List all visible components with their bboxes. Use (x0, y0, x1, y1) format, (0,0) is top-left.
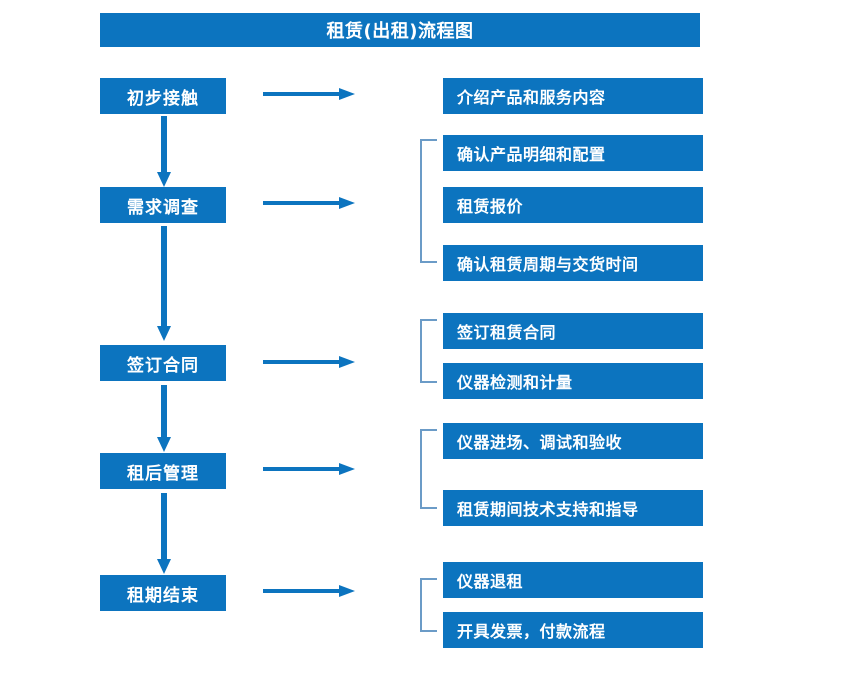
arrow-right-stage-4 (263, 461, 355, 477)
detail-box-sign-rental-contract[interactable]: 签订租赁合同 (443, 313, 703, 349)
detail-box-instrument-entry-commissioning[interactable]: 仪器进场、调试和验收 (443, 423, 703, 459)
detail-box-rental-quotation[interactable]: 租赁报价 (443, 187, 703, 223)
detail-box-confirm-rental-period[interactable]: 确认租赁周期与交货时间 (443, 245, 703, 281)
stage-box-initial-contact[interactable]: 初步接触 (100, 78, 226, 114)
detail-box-instrument-return[interactable]: 仪器退租 (443, 562, 703, 598)
bracket-stage-4-details (419, 429, 439, 509)
arrow-down-stage-4-to-5 (155, 493, 173, 575)
stage-box-lease-end[interactable]: 租期结束 (100, 575, 226, 611)
arrow-right-stage-3 (263, 354, 355, 370)
arrow-down-stage-1-to-2 (155, 116, 173, 188)
detail-box-technical-support[interactable]: 租赁期间技术支持和指导 (443, 490, 703, 526)
detail-box-invoice-payment[interactable]: 开具发票，付款流程 (443, 612, 703, 648)
stage-box-sign-contract[interactable]: 签订合同 (100, 345, 226, 381)
detail-box-confirm-product-details[interactable]: 确认产品明细和配置 (443, 135, 703, 171)
arrow-down-stage-2-to-3 (155, 226, 173, 342)
bracket-stage-3-details (419, 319, 439, 383)
bracket-stage-5-details (419, 578, 439, 632)
arrow-right-stage-2 (263, 195, 355, 211)
detail-box-introduce-products[interactable]: 介绍产品和服务内容 (443, 78, 703, 114)
bracket-stage-2-details (419, 139, 439, 263)
stage-box-post-rental-management[interactable]: 租后管理 (100, 453, 226, 489)
flowchart-title: 租赁(出租)流程图 (100, 13, 700, 47)
stage-box-requirement-survey[interactable]: 需求调查 (100, 187, 226, 223)
arrow-right-stage-5 (263, 583, 355, 599)
arrow-down-stage-3-to-4 (155, 385, 173, 453)
arrow-right-stage-1 (263, 86, 355, 102)
detail-box-instrument-inspection[interactable]: 仪器检测和计量 (443, 363, 703, 399)
